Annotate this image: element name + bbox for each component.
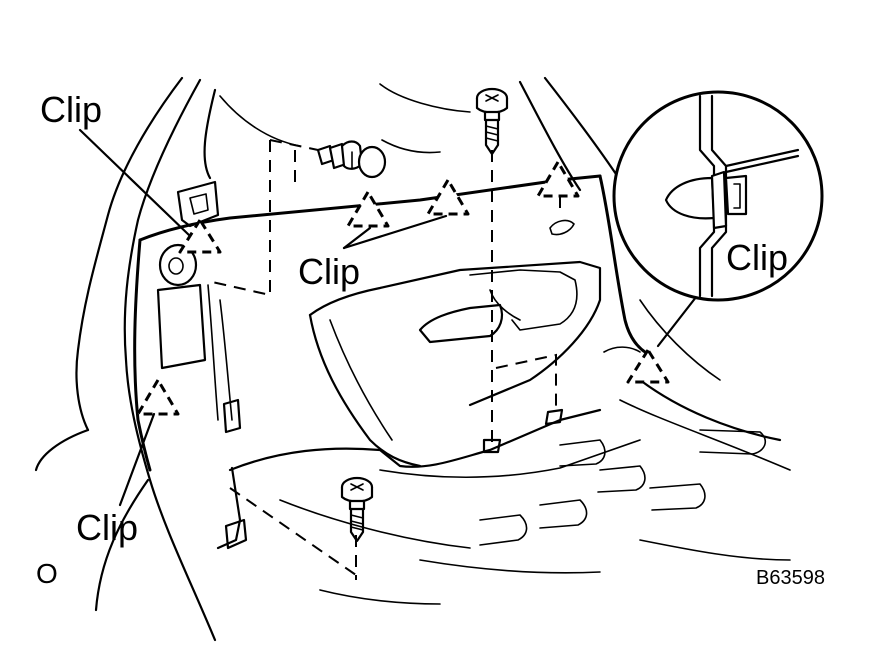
figure-code: B63598 [756, 567, 825, 589]
quarter-trim-panel [133, 174, 652, 472]
alignment-lines [211, 139, 561, 580]
top-bolt-icon [475, 87, 509, 156]
clip-marker-center-right [426, 178, 470, 216]
clip-marker-top-right [536, 160, 580, 198]
corner-mark: O [36, 558, 58, 589]
clip-label-upper-left: Clip [40, 89, 103, 130]
leader-lines [78, 128, 702, 507]
clip-label-center: Clip [298, 251, 361, 292]
clip-marker-center-left [346, 190, 390, 228]
clip-marker-right [626, 348, 670, 384]
bottom-bolt-icon [340, 476, 374, 543]
clip-marker-lower-left [136, 378, 180, 416]
detail-magnifier-circle [612, 90, 824, 302]
clip-label-detail: Clip [726, 237, 789, 278]
cargo-floor [216, 408, 791, 605]
clip-fastener-icon [316, 140, 387, 179]
clip-label-lower-left: Clip [76, 507, 139, 548]
body-outline [34, 76, 791, 642]
